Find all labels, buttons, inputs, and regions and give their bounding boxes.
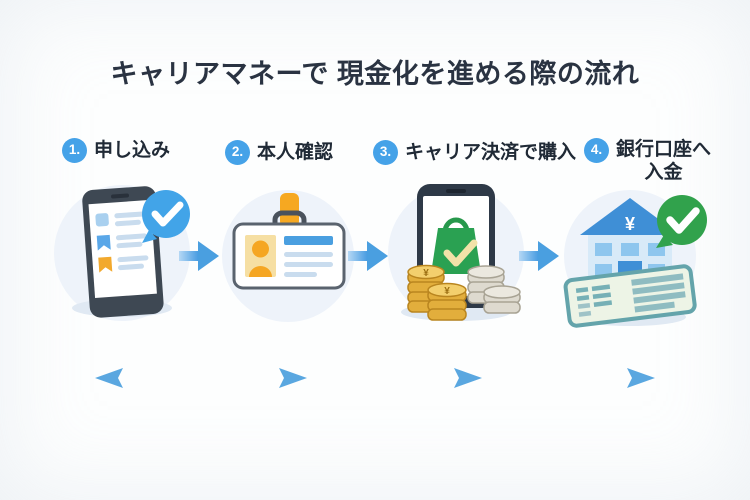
- flow-arrow-2: [348, 238, 388, 274]
- application-illustration-svg: [54, 185, 190, 321]
- silver-coins-icon: [467, 265, 521, 314]
- step-3-number-badge: 3.: [373, 140, 398, 165]
- yen-symbol-coin: ¥: [444, 286, 450, 297]
- step-2-number-badge: 2.: [225, 140, 250, 165]
- id-card-icon: [232, 193, 346, 290]
- shopping-bag-check-icon: [432, 217, 480, 274]
- step-4-number-badge: 4.: [584, 138, 609, 163]
- step-1-text: 申し込み: [94, 140, 171, 161]
- step-2-label: 2. 本人確認: [225, 140, 334, 165]
- yen-symbol-bank: ¥: [625, 214, 635, 234]
- flow-arrow-icon: [179, 241, 219, 271]
- step-4-text-line1: 銀行口座へ: [616, 139, 712, 160]
- step-4-text-line2: 入金: [644, 161, 683, 183]
- flow-arrow-icon: [519, 241, 559, 271]
- flow-arrow-3: [519, 238, 559, 274]
- identity-illustration-svg: [222, 190, 354, 322]
- purchase-illustration-svg: ¥ ¥: [388, 184, 524, 321]
- bank-building-icon: ¥: [580, 198, 680, 287]
- step-1-number-badge: 1.: [62, 138, 87, 163]
- check-bubble-green-icon: [656, 195, 707, 248]
- flow-arrow-1: [179, 238, 219, 274]
- step-3-text: キャリア決済で購入: [405, 142, 577, 163]
- step-1-label: 1. 申し込み: [62, 138, 171, 163]
- page-title: キャリアマネーで 現金化を進める際の流れ: [110, 59, 640, 89]
- deposit-illustration-svg: ¥: [563, 190, 707, 328]
- timeline: [80, 360, 680, 396]
- step-4-label: 4. 銀行口座へ 入金: [584, 138, 711, 185]
- illustration-application: [37, 168, 207, 338]
- step-3-label: 3. キャリア決済で購入: [373, 140, 577, 165]
- timeline-arrow-icon: [95, 368, 655, 388]
- flow-arrow-icon: [348, 241, 388, 271]
- yen-symbol-coin: ¥: [423, 268, 429, 279]
- illustration-deposit: ¥: [545, 171, 715, 341]
- check-bubble-blue-icon: [142, 190, 190, 243]
- step-2-text: 本人確認: [257, 142, 334, 163]
- illustration-identity: [203, 171, 373, 341]
- gold-coins-icon: ¥ ¥: [407, 264, 467, 321]
- step-4-text: 銀行口座へ 入金: [616, 139, 711, 185]
- bank-passbook-icon: [563, 264, 697, 328]
- illustration-purchase: ¥ ¥: [371, 168, 541, 338]
